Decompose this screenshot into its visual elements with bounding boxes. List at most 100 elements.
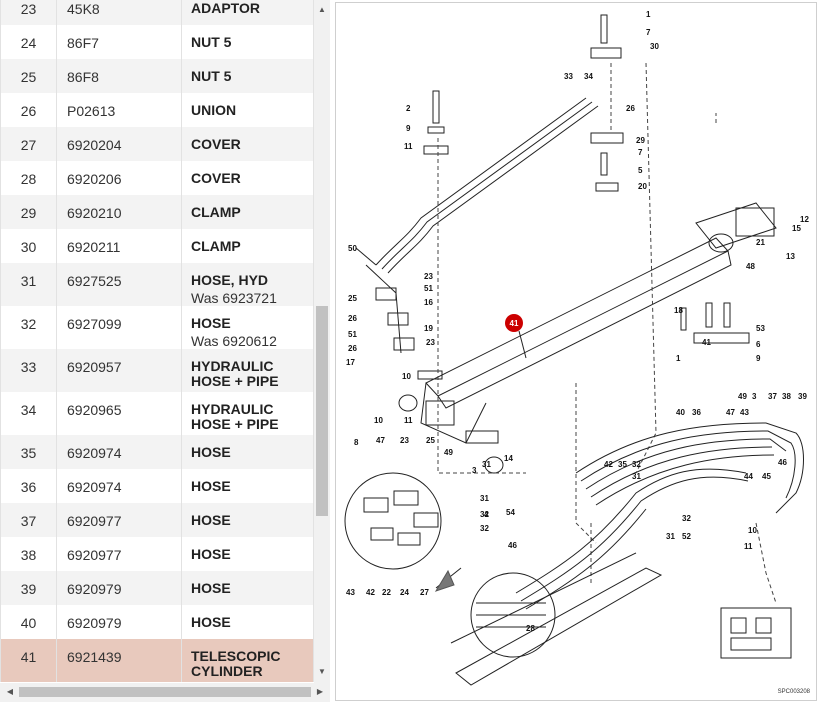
callout-label[interactable]: 31 — [666, 532, 675, 541]
callout-label[interactable]: 37 — [768, 392, 777, 401]
scroll-down-icon[interactable]: ▼ — [318, 667, 326, 676]
callout-label[interactable]: 40 — [676, 408, 685, 417]
callout-label[interactable]: 21 — [756, 238, 765, 247]
callout-label[interactable]: 4 — [484, 510, 489, 519]
callout-label[interactable]: 35 — [618, 460, 627, 469]
callout-label[interactable]: 26 — [348, 344, 357, 353]
callout-label[interactable]: 1 — [646, 10, 651, 19]
callout-label[interactable]: 54 — [506, 508, 515, 517]
callout-label[interactable]: 14 — [504, 454, 513, 463]
callout-label[interactable]: 1 — [676, 354, 681, 363]
callout-label[interactable]: 25 — [426, 436, 435, 445]
callout-label[interactable]: 31 — [632, 472, 641, 481]
callout-label[interactable]: 20 — [638, 182, 647, 191]
callout-label[interactable]: 10 — [402, 372, 411, 381]
callout-label[interactable]: 11 — [744, 542, 753, 551]
callout-label[interactable]: 49 — [444, 448, 453, 457]
callout-label[interactable]: 10 — [748, 526, 757, 535]
callout-label[interactable]: 8 — [354, 438, 359, 447]
callout-label[interactable]: 53 — [756, 324, 765, 333]
callout-label[interactable]: 51 — [424, 284, 433, 293]
vertical-scrollbar[interactable]: ▲ ▼ — [314, 0, 330, 683]
callout-label[interactable]: 26 — [348, 314, 357, 323]
callout-label[interactable]: 9 — [756, 354, 761, 363]
callout-label[interactable]: 43 — [740, 408, 749, 417]
callout-label[interactable]: 13 — [786, 252, 795, 261]
callout-label[interactable]: 47 — [376, 436, 385, 445]
callout-label[interactable]: 12 — [800, 215, 809, 224]
callout-label[interactable]: 16 — [424, 298, 433, 307]
callout-label[interactable]: 19 — [424, 324, 433, 333]
callout-label[interactable]: 48 — [746, 262, 755, 271]
callout-label[interactable]: 18 — [674, 306, 683, 315]
callout-label[interactable]: 27 — [420, 588, 429, 597]
callout-label[interactable]: 11 — [404, 142, 413, 151]
callout-label[interactable]: 42 — [604, 460, 613, 469]
callout-label[interactable]: 51 — [348, 330, 357, 339]
callout-label[interactable]: 31 — [480, 494, 489, 503]
callout-label[interactable]: 36 — [692, 408, 701, 417]
callout-label[interactable]: 32 — [480, 510, 489, 519]
callout-label[interactable]: 26 — [626, 104, 635, 113]
callout-label[interactable]: 49 — [738, 392, 747, 401]
callout-label[interactable]: 43 — [346, 588, 355, 597]
callout-label[interactable]: 9 — [406, 124, 411, 133]
callout-label[interactable]: 52 — [682, 532, 691, 541]
scroll-up-icon[interactable]: ▲ — [318, 5, 326, 14]
callout-label[interactable]: 46 — [778, 458, 787, 467]
horizontal-scroll-thumb[interactable] — [19, 687, 311, 697]
callout-label[interactable]: 6 — [756, 340, 761, 349]
callout-label[interactable]: 25 — [348, 294, 357, 303]
scroll-left-icon[interactable]: ◀ — [6, 687, 14, 696]
callout-label[interactable]: 32 — [632, 460, 641, 469]
callout-label[interactable]: 38 — [782, 392, 791, 401]
callout-label[interactable]: 31 — [482, 460, 491, 469]
callout-label[interactable]: 41 — [702, 338, 711, 347]
callout-label[interactable]: 7 — [646, 28, 651, 37]
callout-label[interactable]: 32 — [682, 514, 691, 523]
callout-label[interactable]: 2 — [406, 104, 411, 113]
callout-label[interactable]: 29 — [636, 136, 645, 145]
callout-label[interactable]: 10 — [374, 416, 383, 425]
callout-label[interactable]: 32 — [480, 524, 489, 533]
horizontal-scrollbar[interactable]: ◀ ▶ — [0, 683, 330, 702]
callout-label[interactable]: 44 — [744, 472, 753, 481]
callout-label[interactable]: 5 — [638, 166, 643, 175]
callout-label[interactable]: 34 — [584, 72, 593, 81]
callout-label[interactable]: 7 — [638, 148, 643, 157]
callout-label[interactable]: 39 — [798, 392, 807, 401]
callout-label[interactable]: 46 — [508, 541, 517, 550]
callout-label[interactable]: 42 — [366, 588, 375, 597]
callout-41-highlight[interactable] — [505, 314, 523, 332]
callout-label[interactable]: 22 — [382, 588, 391, 597]
callout-label[interactable]: 23 — [424, 272, 433, 281]
callout-label[interactable]: 23 — [426, 338, 435, 347]
callout-label[interactable]: 15 — [792, 224, 801, 233]
scroll-right-icon[interactable]: ▶ — [316, 687, 324, 696]
callout-label[interactable]: 17 — [346, 358, 355, 367]
callout-label[interactable]: 3 — [472, 466, 477, 475]
callout-label[interactable]: 11 — [404, 416, 413, 425]
callout-label[interactable]: 33 — [564, 72, 573, 81]
callout-label[interactable]: 47 — [726, 408, 735, 417]
callout-label[interactable]: 24 — [400, 588, 409, 597]
callout-label[interactable]: 30 — [650, 42, 659, 51]
callout-label[interactable]: 28 — [526, 624, 535, 633]
